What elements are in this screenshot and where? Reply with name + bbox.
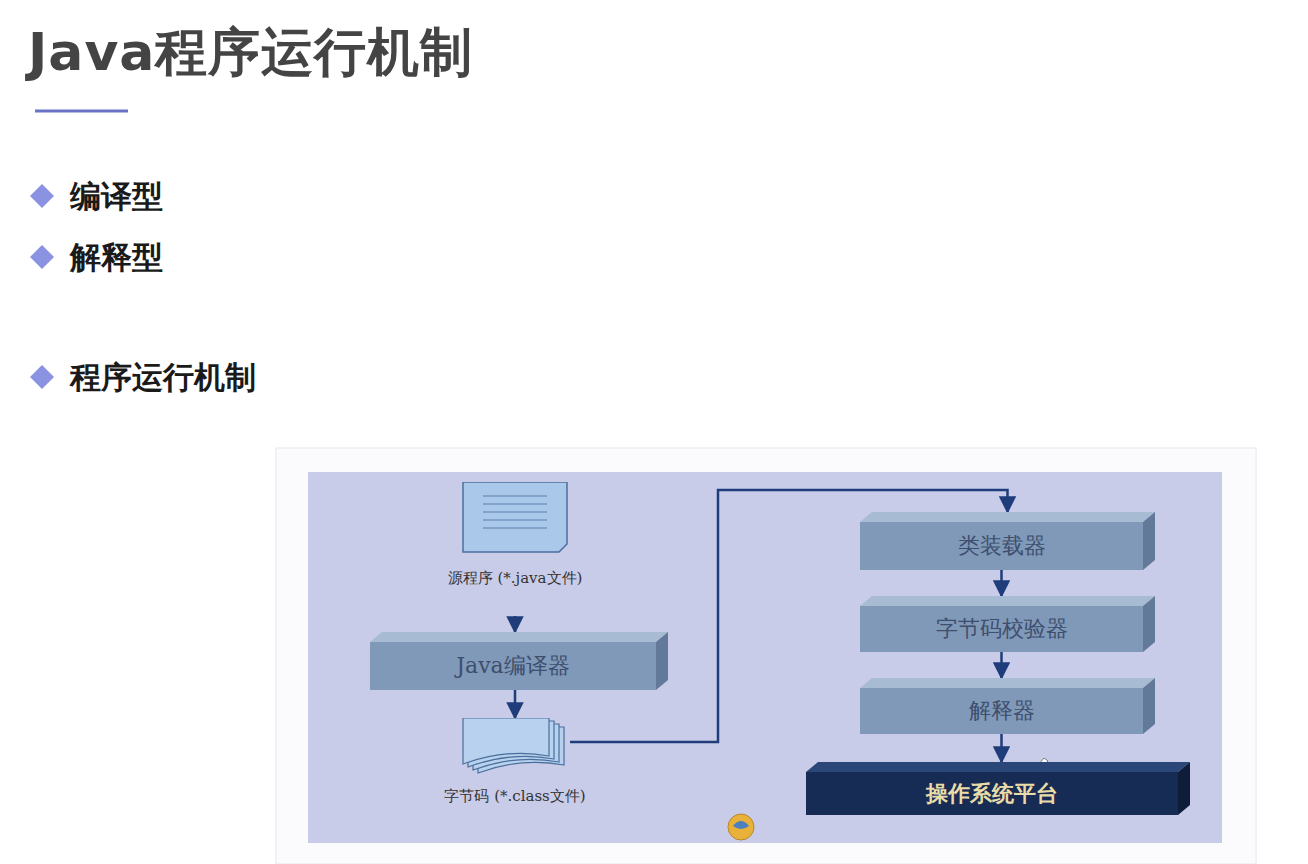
bullet-text: 解释型	[70, 237, 163, 279]
box-side	[1143, 512, 1155, 570]
title-underline	[35, 110, 128, 113]
box-top	[370, 632, 668, 642]
process-box: 类装载器	[860, 512, 1155, 570]
bytecode-icon: 字节码 (*.class文件)	[440, 718, 590, 830]
box-front	[370, 642, 656, 690]
flow-arrow	[514, 616, 517, 632]
bullet-diamond	[30, 365, 54, 389]
logo-mark	[728, 814, 754, 840]
box-label: Java编译器	[456, 651, 569, 681]
bytecode-sheet	[463, 718, 549, 764]
node-shape	[440, 718, 590, 830]
box-side	[1143, 678, 1155, 734]
process-box: 解释器	[860, 678, 1155, 734]
box-front	[860, 688, 1143, 734]
process-box: 字节码校验器	[860, 596, 1155, 652]
box-side	[1178, 762, 1190, 815]
document-line	[483, 511, 547, 512]
box-front	[860, 606, 1143, 652]
file-caption: 字节码 (*.class文件)	[440, 786, 590, 806]
image-frame	[276, 448, 1256, 864]
document-line	[483, 495, 547, 496]
box-top	[806, 762, 1190, 772]
flow-arrow	[1000, 652, 1003, 678]
box-label: 字节码校验器	[936, 614, 1068, 644]
document-icon: 源程序 (*.java文件)	[440, 482, 590, 616]
diagram-ground	[308, 472, 1222, 843]
bullet-diamond	[30, 245, 54, 269]
bullet-text: 编译型	[70, 176, 163, 218]
logo-mark	[733, 821, 749, 829]
document-line	[483, 527, 547, 528]
document-line	[483, 503, 547, 504]
file-caption: 源程序 (*.java文件)	[440, 568, 590, 588]
box-top	[860, 512, 1155, 522]
bullet-diamond	[30, 184, 54, 208]
box-face: 解释器	[860, 688, 1143, 734]
node-shape	[440, 482, 590, 616]
bullet-text: 程序运行机制	[70, 357, 256, 399]
box-label: 解释器	[969, 696, 1035, 726]
flow-arrow	[514, 690, 517, 718]
box-face: 字节码校验器	[860, 606, 1143, 652]
box-side	[1143, 596, 1155, 652]
box-label: 操作系统平台	[926, 779, 1058, 809]
box-label: 类装载器	[958, 531, 1046, 561]
slide-title: Java程序运行机制	[28, 18, 473, 88]
box-face: 操作系统平台	[806, 772, 1178, 815]
platform-box: 操作系统平台	[806, 762, 1190, 815]
box-face: 类装载器	[860, 522, 1143, 570]
box-side	[656, 632, 668, 690]
box-top	[860, 596, 1155, 606]
process-box: Java编译器	[370, 632, 668, 690]
box-front	[860, 522, 1143, 570]
document-sheet	[463, 482, 567, 552]
box-front	[806, 772, 1178, 815]
flow-arrow	[1000, 734, 1003, 762]
box-face: Java编译器	[370, 642, 656, 690]
flow-arrow	[1000, 570, 1003, 596]
box-top	[860, 678, 1155, 688]
document-line	[483, 519, 547, 520]
